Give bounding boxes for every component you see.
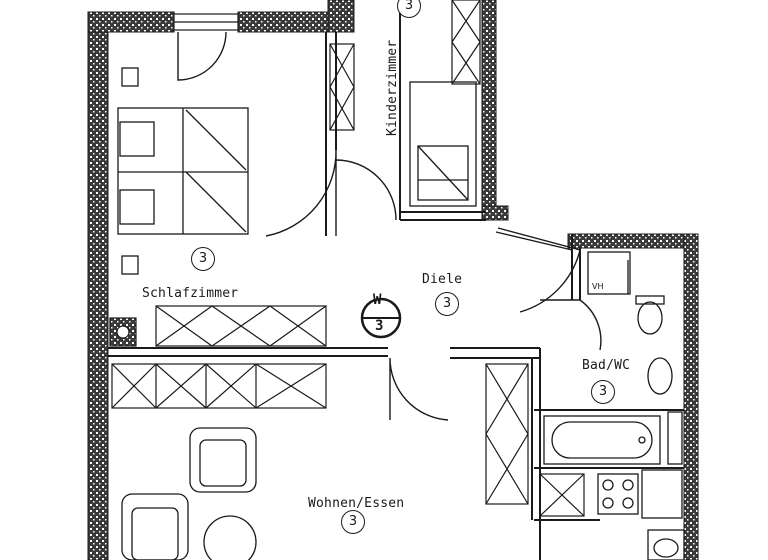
- diele-label: Diele: [422, 272, 463, 287]
- wohnen-essen-number: 3: [341, 510, 365, 534]
- outer-walls: [87, 0, 699, 560]
- w3-symbol: [360, 297, 402, 339]
- living-furniture: [121, 427, 257, 560]
- wohnen-essen-label: Wohnen/Essen: [308, 496, 405, 511]
- windows: [173, 13, 239, 31]
- schlafzimmer-number: 3: [191, 247, 215, 271]
- interior-walls: [108, 0, 684, 560]
- w3-number: 3: [375, 318, 384, 334]
- kinderzimmer-number: 3: [397, 0, 421, 18]
- child-bed: [409, 81, 477, 207]
- vh-label: VH: [592, 282, 604, 291]
- bad-wc-label: Bad/WC: [582, 358, 631, 373]
- wardrobes: [111, 0, 585, 517]
- doors: [177, 31, 602, 421]
- bathroom-fixtures: [543, 251, 685, 560]
- kinderzimmer-label: Kinderzimmer: [385, 39, 400, 136]
- chimney: [109, 317, 137, 347]
- schlafzimmer-label: Schlafzimmer: [142, 286, 239, 301]
- double-bed: [117, 67, 249, 275]
- bad-wc-number: 3: [591, 380, 615, 404]
- diele-number: 3: [435, 292, 459, 316]
- w3-letter: W: [373, 292, 382, 308]
